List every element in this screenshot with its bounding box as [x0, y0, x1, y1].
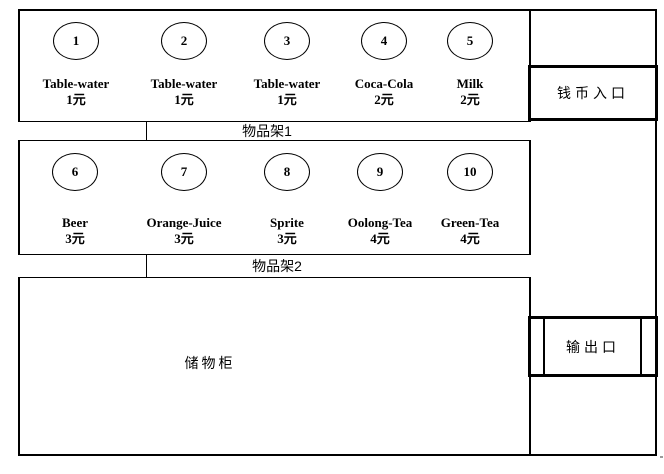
item-price: 4元 — [460, 231, 480, 246]
item-slot-10: 10 Green-Tea 4元 — [410, 153, 530, 247]
item-number-circle: 7 — [161, 153, 207, 191]
item-number-circle: 6 — [52, 153, 98, 191]
item-price: 4元 — [370, 231, 390, 246]
item-name: Orange-Juice — [146, 215, 222, 230]
item-slot-3: 3 Table-water 1元 — [227, 22, 347, 108]
item-number: 2 — [180, 33, 188, 48]
item-name: Table-water — [253, 76, 321, 91]
item-name: Beer — [62, 215, 88, 230]
right-column-divider-line — [529, 9, 531, 456]
item-price: 2元 — [374, 92, 394, 107]
shelf-band-divider-line — [146, 255, 147, 277]
item-name: Oolong-Tea — [347, 215, 413, 230]
item-number: 1 — [72, 33, 80, 48]
item-number-circle: 5 — [447, 22, 493, 60]
coin-entrance-slot: 钱币入口 — [528, 65, 658, 121]
item-number: 5 — [466, 33, 474, 48]
item-number-circle: 10 — [447, 153, 493, 191]
item-price: 3元 — [65, 231, 85, 246]
item-number-circle: 9 — [357, 153, 403, 191]
item-slot-8: 8 Sprite 3元 — [227, 153, 347, 247]
item-number-circle: 8 — [264, 153, 310, 191]
item-name: Sprite — [270, 215, 304, 230]
item-name: Table-water — [42, 76, 110, 91]
item-slot-5: 5 Milk 2元 — [410, 22, 530, 108]
item-slot-2: 2 Table-water 1元 — [124, 22, 244, 108]
item-number-circle: 1 — [53, 22, 99, 60]
output-slot: 输出口 — [528, 316, 658, 377]
item-price: 1元 — [66, 92, 86, 107]
shelf-band-2: 物品架2 — [18, 254, 531, 278]
item-number: 10 — [463, 164, 477, 179]
item-number-circle: 4 — [361, 22, 407, 60]
item-number: 6 — [71, 164, 79, 179]
item-slot-9: 9 Oolong-Tea 4元 — [320, 153, 440, 247]
item-number-circle: 2 — [161, 22, 207, 60]
corner-artifact-dot — [660, 456, 663, 458]
item-number-circle: 3 — [264, 22, 310, 60]
output-slot-inner-line-right — [640, 319, 642, 374]
item-slot-6: 6 Beer 3元 — [15, 153, 135, 247]
item-price: 1元 — [174, 92, 194, 107]
item-slot-4: 4 Coca-Cola 2元 — [324, 22, 444, 108]
item-number: 9 — [376, 164, 384, 179]
item-number: 7 — [180, 164, 188, 179]
item-name: Green-Tea — [440, 215, 500, 230]
item-number: 8 — [283, 164, 291, 179]
shelf-band-divider-line — [146, 122, 147, 140]
item-name: Table-water — [150, 76, 218, 91]
shelf-band-1: 物品架1 — [18, 121, 531, 141]
output-slot-label: 输出口 — [566, 338, 620, 355]
item-number: 4 — [380, 33, 388, 48]
item-number: 3 — [283, 33, 291, 48]
item-slot-7: 7 Orange-Juice 3元 — [124, 153, 244, 247]
cabinet-outer-frame — [18, 9, 657, 456]
output-slot-inner-line-left — [543, 319, 545, 374]
item-name: Milk — [456, 76, 484, 91]
shelf-label-1: 物品架1 — [242, 123, 292, 139]
coin-entrance-label: 钱币入口 — [557, 85, 629, 101]
item-price: 1元 — [277, 92, 297, 107]
shelf-label-2: 物品架2 — [252, 258, 302, 274]
item-slot-1: 1 Table-water 1元 — [16, 22, 136, 108]
storage-cabinet-label: 储物柜 — [184, 355, 236, 371]
item-price: 3元 — [277, 231, 297, 246]
item-price: 3元 — [174, 231, 194, 246]
item-name: Coca-Cola — [354, 76, 414, 91]
item-price: 2元 — [460, 92, 480, 107]
